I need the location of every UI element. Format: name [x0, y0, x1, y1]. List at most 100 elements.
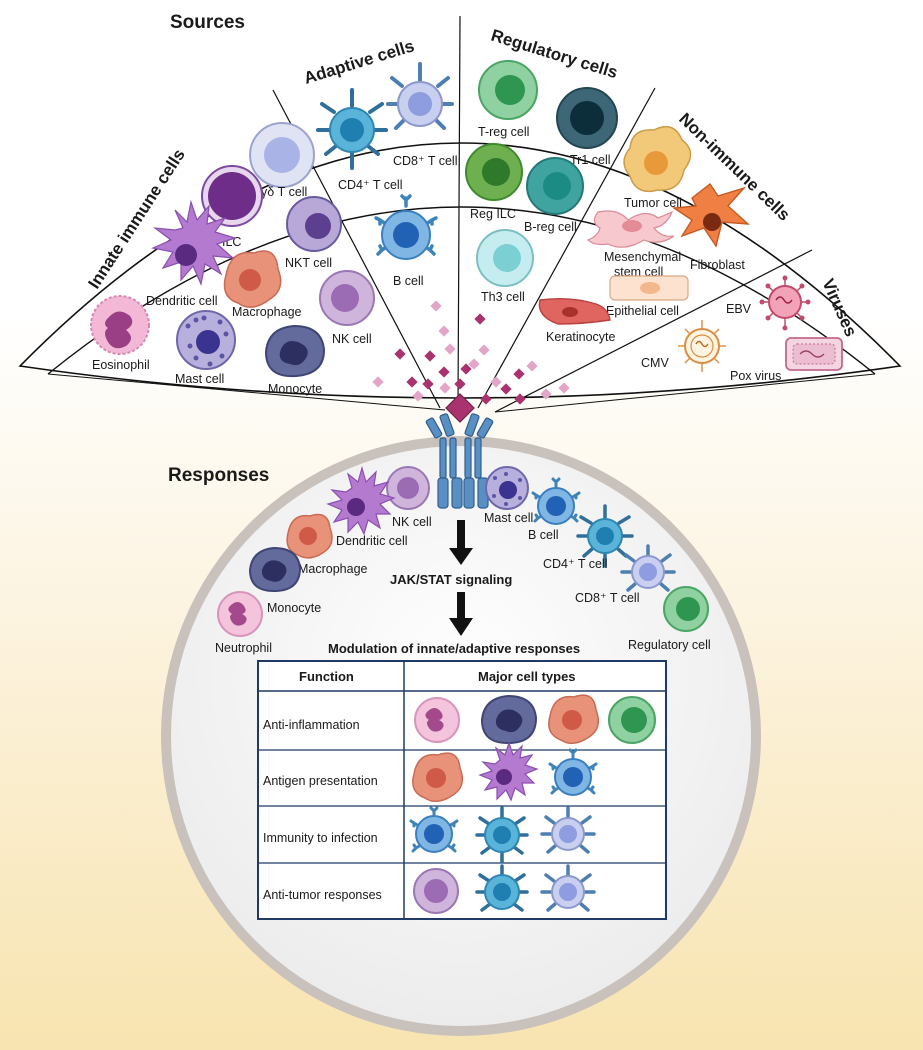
ilc-icon: [201, 165, 263, 227]
table-regulatory-cell-icon: [608, 696, 656, 744]
cmv-icon: [678, 320, 726, 372]
label-epithelial-cell: Epithelial cell: [606, 304, 679, 318]
label-b-reg-cell: B-reg cell: [524, 220, 577, 234]
resp-cd4-t-cell-icon: [576, 504, 634, 568]
resp-macrophage-icon: [286, 513, 333, 559]
tr1-cell-icon: [556, 87, 618, 149]
label-cmv: CMV: [641, 356, 669, 370]
resp-label-cd4-t-cell: CD4⁺ T cell: [543, 557, 608, 571]
mesenchymal-stem-cell-icon: [586, 210, 675, 248]
label-reg-ilc: Reg ILC: [470, 207, 516, 221]
table-row-function: Immunity to infection: [263, 831, 378, 845]
label-eosinophil: Eosinophil: [92, 358, 150, 372]
sector-adaptive: Adaptive cells: [302, 36, 417, 88]
divider-4: [494, 249, 813, 413]
resp-mast-cell-icon: [485, 466, 529, 510]
arrow-down-1-icon: [449, 520, 473, 565]
responses-title: Responses: [168, 465, 269, 486]
resp-regulatory-cell-icon: [663, 586, 709, 632]
table-dendritic-cell-icon: [478, 741, 539, 802]
cytokine-diamonds: [372, 300, 570, 405]
resp-label-dendritic-cell: Dendritic cell: [336, 534, 408, 548]
cd8-t-cell-icon: [386, 62, 454, 130]
eosinophil-icon: [90, 295, 150, 355]
divider-base-right: [494, 373, 876, 413]
label-msc-line1: Mesenchymal: [604, 250, 681, 264]
divider-base-left: [47, 373, 446, 411]
macrophage-icon: [223, 250, 282, 308]
table-neutrophil-icon: [414, 697, 460, 743]
label-pox-virus: Pox virus: [730, 369, 781, 383]
keratinocyte-icon: [538, 297, 611, 325]
b-reg-cell-icon: [526, 157, 584, 215]
table-macrophage-icon: [412, 752, 464, 803]
label-cd4-t-cell: CD4⁺ T cell: [338, 178, 403, 192]
bound-cytokine-icon: [445, 393, 475, 423]
table-b-cell-icon: [548, 748, 598, 796]
label-t-reg-cell: T-reg cell: [478, 125, 529, 139]
label-monocyte: Monocyte: [268, 382, 322, 396]
tumor-cell-icon: [623, 125, 692, 193]
table-nk-cell-icon: [413, 868, 459, 914]
resp-label-cd8-t-cell: CD8⁺ T cell: [575, 591, 640, 605]
resp-label-nk-cell: NK cell: [392, 515, 432, 529]
resp-b-cell-icon: [531, 477, 581, 525]
fan-inner-arc: [47, 206, 876, 375]
nkt-cell-icon: [286, 196, 342, 252]
table-row-function: Anti-tumor responses: [263, 888, 382, 902]
gd-t-cell-icon: [249, 122, 315, 188]
table-row-function: Antigen presentation: [263, 774, 378, 788]
b-cell-icon: [374, 194, 438, 260]
epithelial-cell-icon: [609, 275, 689, 301]
label-dendritic-cell: Dendritic cell: [146, 294, 218, 308]
table-macrophage-icon: [548, 694, 600, 745]
t-reg-cell-icon: [478, 60, 538, 120]
label-th3-cell: Th3 cell: [481, 290, 525, 304]
table-header-cell-types: Major cell types: [478, 669, 576, 684]
reg-ilc-icon: [465, 143, 523, 201]
ebv-icon: [759, 275, 811, 331]
table-cd4-t-cell-icon: [475, 806, 529, 864]
jak-stat-label: JAK/STAT signaling: [390, 572, 512, 587]
resp-neutrophil-icon: [217, 591, 263, 637]
monocyte-icon: [264, 324, 326, 378]
nk-cell-icon: [319, 270, 375, 326]
dendritic-cell-icon: [151, 199, 237, 286]
label-nk-cell: NK cell: [332, 332, 372, 346]
resp-dendritic-cell-icon: [326, 465, 396, 536]
table-frame: [257, 660, 667, 920]
sources-title: Sources: [170, 12, 245, 33]
arrow-down-2-icon: [449, 592, 473, 636]
resp-cd8-t-cell-icon: [620, 544, 676, 592]
receptor-icon: [425, 393, 494, 509]
label-keratinocyte: Keratinocyte: [546, 330, 616, 344]
table-b-cell-icon: [409, 806, 459, 853]
resp-label-neutrophil: Neutrophil: [215, 641, 272, 655]
pox-virus-icon: [785, 337, 843, 371]
table-cd8-t-cell-icon: [540, 864, 596, 912]
label-tumor-cell: Tumor cell: [624, 196, 682, 210]
label-fibroblast: Fibroblast: [690, 258, 745, 272]
resp-label-regulatory-cell: Regulatory cell: [628, 638, 711, 652]
table-monocyte-icon: [480, 694, 538, 745]
table-cd4-t-cell-icon: [475, 864, 529, 912]
table-cd8-t-cell-icon: [540, 806, 596, 854]
resp-label-b-cell: B cell: [528, 528, 559, 542]
divider-3: [477, 87, 656, 409]
divider-2: [457, 15, 461, 406]
label-b-cell: B cell: [393, 274, 424, 288]
mast-cell-icon: [176, 310, 236, 370]
table-row-function: Anti-inflammation: [263, 718, 360, 732]
resp-nk-cell-icon: [386, 466, 430, 510]
label-ebv: EBV: [726, 302, 752, 316]
modulation-label: Modulation of innate/adaptive responses: [328, 641, 580, 656]
label-tr1-cell: Tr1 cell: [570, 153, 611, 167]
function-table: Function Major cell types Anti-inflammat…: [257, 660, 667, 920]
th3-cell-icon: [476, 229, 534, 287]
table-header-function: Function: [299, 669, 354, 684]
label-nkt-cell: NKT cell: [285, 256, 332, 270]
resp-label-monocyte: Monocyte: [267, 601, 321, 615]
resp-label-mast-cell: Mast cell: [484, 511, 533, 525]
label-macrophage: Macrophage: [232, 305, 302, 319]
